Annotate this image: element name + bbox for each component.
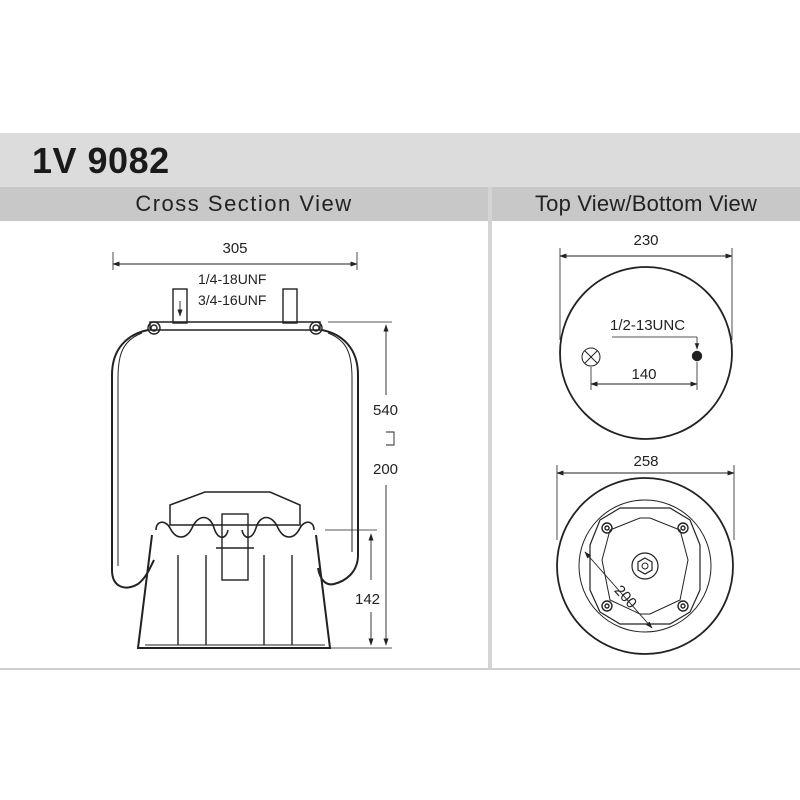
max-height-label: 540: [373, 402, 398, 419]
piston-body: [136, 534, 332, 649]
piston-cap: [169, 491, 301, 526]
bottom-diameter-label: 258: [633, 453, 658, 470]
bottom-piston-inner: [601, 517, 689, 615]
air-fitting-cross-2: [584, 350, 598, 364]
cross-section-header: [0, 187, 488, 221]
crimp-left-outer: [147, 321, 161, 335]
bottom-piston-ring: [578, 499, 712, 633]
cross-section-view: [111, 252, 395, 649]
height-break-symbol: [386, 431, 395, 446]
bellows-right: [317, 329, 359, 586]
air-fitting-circle: [581, 347, 601, 367]
bolt-circle-dimension-line: [584, 551, 653, 629]
center-boss: [631, 552, 659, 580]
center-hole: [641, 562, 649, 570]
bottom-border: [0, 668, 800, 670]
bolt-hole-2-inner: [680, 525, 686, 531]
top-view: [559, 248, 733, 440]
stud-hole-dot: [691, 350, 703, 362]
center-nut: [637, 557, 653, 575]
piston-ribs: [155, 516, 315, 539]
bolt-hole-3-inner: [604, 603, 610, 609]
bolt-hole-4-inner: [680, 603, 686, 609]
min-height-label: 200: [373, 461, 398, 478]
center-bolt: [221, 513, 249, 581]
bottom-outer-circle: [556, 477, 734, 655]
bolt-hole-4-outer: [677, 600, 689, 612]
top-bottom-header-label: Top View/Bottom View: [534, 191, 758, 216]
piston-height-label: 142: [355, 591, 380, 608]
panel-divider: [488, 187, 492, 668]
stud-left: [172, 288, 188, 324]
title-bar: [0, 133, 800, 187]
part-number-title: 1V 9082: [32, 140, 170, 181]
top-diameter-label: 230: [633, 232, 658, 249]
bottom-view: [556, 465, 735, 655]
crimp-right-outer: [309, 321, 323, 335]
bolt-hole-1-inner: [604, 525, 610, 531]
top-bottom-header: [492, 187, 800, 221]
bolt-hole-2-outer: [677, 522, 689, 534]
bolt-hole-3-outer: [601, 600, 613, 612]
cross-section-header-label: Cross Section View: [135, 191, 353, 216]
top-plate-circle: [559, 266, 733, 440]
crimp-right-inner: [312, 324, 320, 332]
top-plate: [149, 321, 321, 331]
top-thread-label: 1/2-13UNC: [610, 317, 685, 334]
stud-right: [282, 288, 298, 324]
bellows-left-inner: [117, 332, 143, 566]
bolt-hole-1-outer: [601, 522, 613, 534]
bellows-right-inner: [327, 332, 353, 552]
thread-small-label: 1/4-18UNF: [198, 271, 266, 287]
thread-large-label: 3/4-16UNF: [198, 292, 266, 308]
stud-spacing-label: 140: [631, 366, 656, 383]
width-label: 305: [222, 240, 247, 257]
crimp-left-inner: [150, 324, 158, 332]
